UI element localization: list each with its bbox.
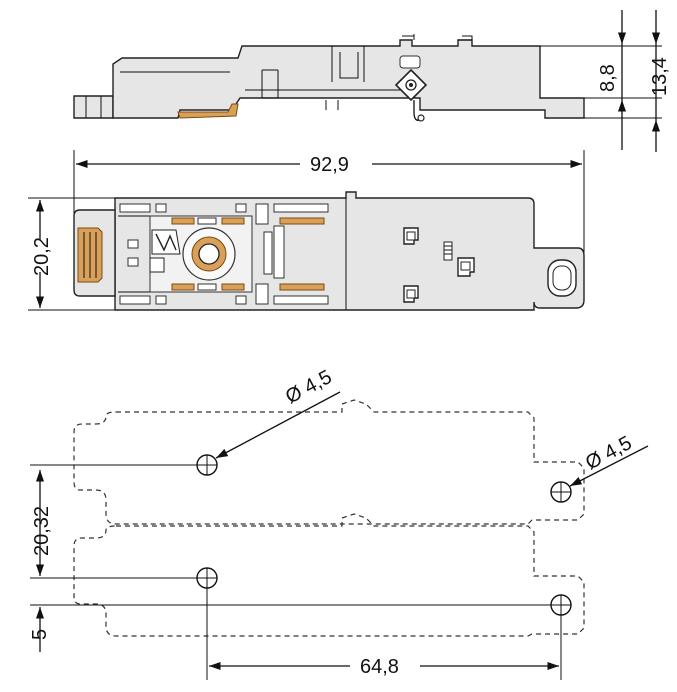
hole-lower-right (550, 594, 572, 616)
side-orange-clip (177, 103, 239, 119)
relay-contacts (403, 227, 475, 303)
dim-pitch: 20,32 (31, 506, 53, 556)
mount-slot-icon (547, 259, 577, 297)
footprint-view: Ø 4,5 Ø 4,5 20,32 5 64,8 (29, 366, 649, 680)
hole-upper-left (196, 454, 218, 476)
dim-height-small: 8,8 (597, 64, 619, 92)
hole-upper-right (550, 481, 572, 503)
dim-length: 92,9 (310, 154, 349, 176)
top-view: 92,9 20,2 (28, 150, 585, 311)
side-left-foot (73, 95, 114, 119)
side-screw-icon (394, 68, 428, 102)
hole-label-left: Ø 4,5 (282, 366, 336, 408)
dim-height-total: 13,4 (649, 57, 671, 96)
side-body (112, 39, 585, 119)
dim-spacing: 64,8 (360, 656, 399, 678)
hole-lower-left (196, 567, 218, 589)
dim-width: 20,2 (31, 237, 53, 276)
footprint-outline-lower (73, 513, 585, 637)
top-screw-icon (182, 227, 236, 281)
hole-label-right: Ø 4,5 (582, 432, 636, 474)
logo-mark (149, 229, 181, 273)
footprint-outline-upper (73, 399, 585, 525)
dim-offset: 5 (29, 629, 51, 640)
side-view: 8,8 13,4 (73, 10, 671, 152)
